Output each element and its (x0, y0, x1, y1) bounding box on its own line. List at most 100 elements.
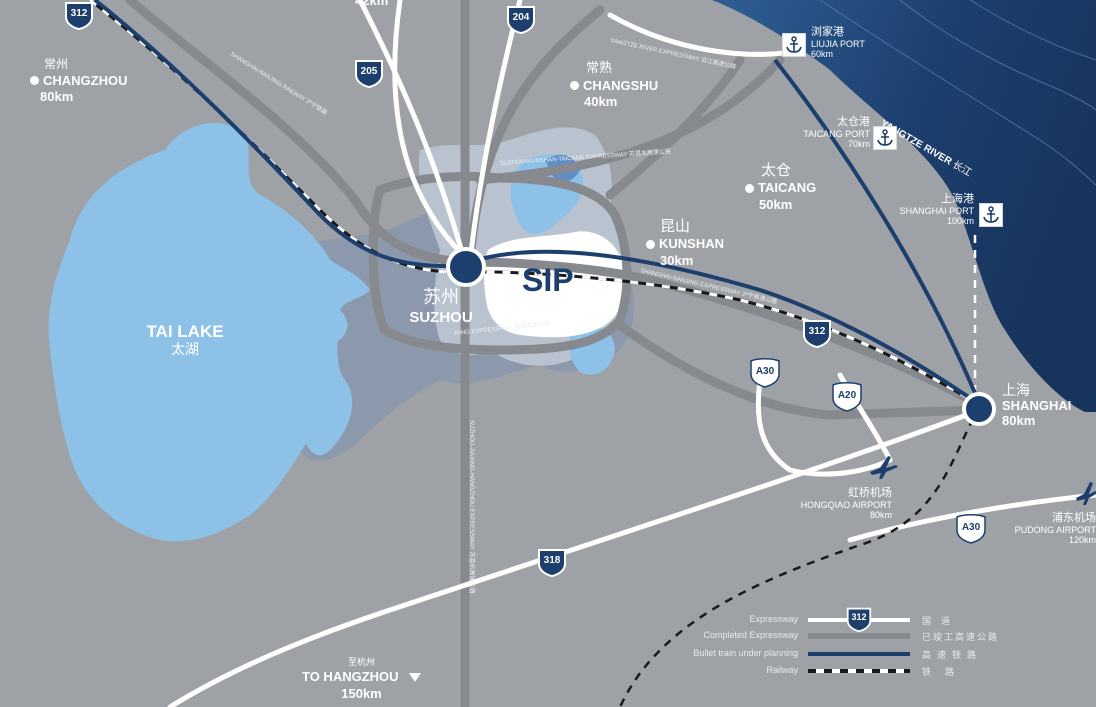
city-changshu-dist: 40km (584, 94, 618, 110)
highway-shield-312-legend: 312 (846, 606, 872, 632)
airport-pudong-dist: 120km (1068, 534, 1096, 545)
sip-label: SIP (522, 262, 574, 298)
yangtze-sea (712, 0, 1096, 412)
city-hangzhou-en: TO HANGZHOU (302, 669, 399, 685)
road-label-railway: SHANGHAI-NANJING RAILWAY 沪宁铁路 (229, 50, 329, 117)
city-taicang[interactable]: 太仓 TAICANG 50km (745, 161, 817, 213)
port-taicang-dist: 70km (847, 138, 870, 149)
highway-shield-204[interactable]: 204 (506, 4, 536, 34)
city-kunshan[interactable]: 昆山 KUNSHAN 30km (646, 217, 724, 269)
legend-cn-expressway: 国道 (922, 617, 961, 627)
city-changzhou-dist: 80km (40, 89, 74, 105)
arrow-down-icon (409, 672, 421, 682)
airport-hongqiao-dist: 80km (869, 509, 892, 520)
port-liujia-dist: 60km (811, 48, 834, 59)
city-changzhou[interactable]: 常州 CHANGZHOU 80km (30, 57, 128, 105)
legend-swatch-railway (808, 669, 910, 673)
port-liujia-en: LIUJIA PORT (811, 38, 865, 49)
city-dot-icon (30, 76, 39, 86)
legend-label-expressway: Expressway (749, 614, 798, 624)
legend-swatch-completed (808, 633, 910, 639)
airport-hongqiao-cn: 虹桥机场 (848, 486, 892, 499)
airport-pudong-cn: 浦东机场 (1052, 511, 1096, 524)
city-hangzhou[interactable]: 至杭州 TO HANGZHOU 150km (302, 658, 421, 702)
city-suzhou[interactable]: 苏州 SUZHOU (396, 287, 486, 326)
highway-shield-318[interactable]: 318 (537, 547, 567, 577)
shield-number: A30 (961, 522, 981, 533)
expressway-shield-a30-right[interactable]: A30 (954, 512, 988, 544)
city-kunshan-cn: 昆山 (660, 217, 691, 235)
tai-lake-label: TAI LAKE 太湖 (130, 322, 240, 358)
tai-lake (48, 123, 371, 542)
top-distance-partial: 42km (355, 0, 389, 8)
city-taicang-en: TAICANG (758, 180, 817, 196)
river-contour (819, 0, 1096, 186)
airport-pudong-en: PUDONG AIRPORT (1014, 524, 1096, 535)
city-shanghai-dist: 80km (1002, 413, 1036, 429)
city-changshu-en: CHANGSHU (583, 77, 659, 93)
highway-shield-205[interactable]: 205 (354, 58, 384, 88)
legend-cn-bullet: 高速铁路 (922, 651, 983, 661)
airport-pudong[interactable]: 浦东机场 PUDONG AIRPORT 120km (986, 511, 1096, 545)
airport-hongqiao[interactable]: 虹桥机场 HONGQIAO AIRPORT 80km (760, 486, 892, 520)
river-contour (899, 0, 1096, 111)
road-label-suzhou-jiaxing: SUZHOU-JIAXING-HANGZHOU EXPRESSWAY 苏嘉杭高速… (468, 420, 476, 594)
city-taicang-cn: 太仓 (761, 161, 792, 179)
legend-label-bullet: Bullet train under planning (693, 648, 798, 658)
city-kunshan-dist: 30km (660, 252, 694, 268)
bullet-train-lines (93, 0, 982, 407)
shield-number: 312 (851, 612, 867, 622)
shield-number: 318 (543, 555, 561, 566)
city-suzhou-en: SUZHOU (409, 308, 473, 326)
port-shanghai-cn: 上海港 (941, 192, 974, 205)
port-taicang[interactable]: 太仓港 TAICANG PORT 70km (774, 115, 870, 149)
lake-inlet (255, 294, 353, 456)
expressway-shield-a30-left[interactable]: A30 (748, 356, 782, 388)
legend-swatch-bullet (808, 652, 910, 656)
tai-lake-cn: 太湖 (171, 341, 199, 358)
port-shanghai[interactable]: 上海港 SHANGHAI PORT 100km (868, 192, 974, 226)
expressways (167, 0, 1096, 707)
river-contour (969, 0, 1096, 61)
city-changzhou-en: CHANGZHOU (43, 72, 128, 88)
suzhou-hub-marker[interactable] (446, 247, 486, 287)
city-shanghai[interactable]: 上海 SHANGHAI 80km (1002, 383, 1071, 429)
anchor-icon[interactable] (782, 33, 806, 57)
highway-shield-312-mid[interactable]: 312 (802, 318, 832, 348)
map-legend: Expressway 312 国道 Completed Expressway 已… (660, 606, 1060, 688)
anchor-icon[interactable] (873, 126, 897, 150)
airport-hongqiao-en: HONGQIAO AIRPORT (800, 499, 892, 510)
city-shanghai-cn: 上海 (1002, 383, 1030, 399)
city-kunshan-en: KUNSHAN (659, 236, 724, 252)
port-liujia[interactable]: 浏家港 LIUJIA PORT 60km (811, 25, 865, 59)
expressway-shield-a20[interactable]: A20 (830, 380, 864, 412)
shield-number: 205 (360, 66, 378, 77)
highway-shield-312-top[interactable]: 312 (64, 0, 94, 30)
city-suzhou-cn: 苏州 (423, 287, 459, 308)
city-shanghai-en: SHANGHAI (1002, 398, 1072, 414)
city-dot-icon (646, 239, 655, 249)
city-taicang-dist: 50km (759, 196, 793, 212)
legend-cn-railway: 铁路 (922, 668, 969, 678)
port-taicang-cn: 太仓港 (837, 115, 870, 128)
port-shanghai-dist: 100km (946, 215, 974, 226)
city-changshu[interactable]: 常熟 CHANGSHU 40km (570, 61, 659, 110)
shanghai-hub-marker[interactable] (962, 392, 996, 426)
port-taicang-en: TAICANG PORT (803, 128, 870, 139)
sip-zone (484, 231, 627, 338)
port-liujia-cn: 浏家港 (811, 25, 844, 38)
shield-number: 204 (512, 12, 530, 23)
city-hangzhou-cn: 至杭州 (347, 658, 375, 668)
shield-number: 312 (808, 326, 826, 337)
anchor-icon[interactable] (979, 203, 1003, 227)
city-hangzhou-dist: 150km (341, 685, 382, 701)
shield-number: A30 (755, 366, 775, 377)
legend-label-completed: Completed Expressway (703, 630, 798, 640)
city-changshu-cn: 常熟 (586, 61, 613, 76)
tai-lake-en: TAI LAKE (146, 322, 224, 341)
legend-cn-completed: 已竣工高速公路 (922, 633, 1000, 643)
shield-number: A20 (837, 390, 857, 401)
legend-label-railway: Railway (766, 665, 798, 675)
